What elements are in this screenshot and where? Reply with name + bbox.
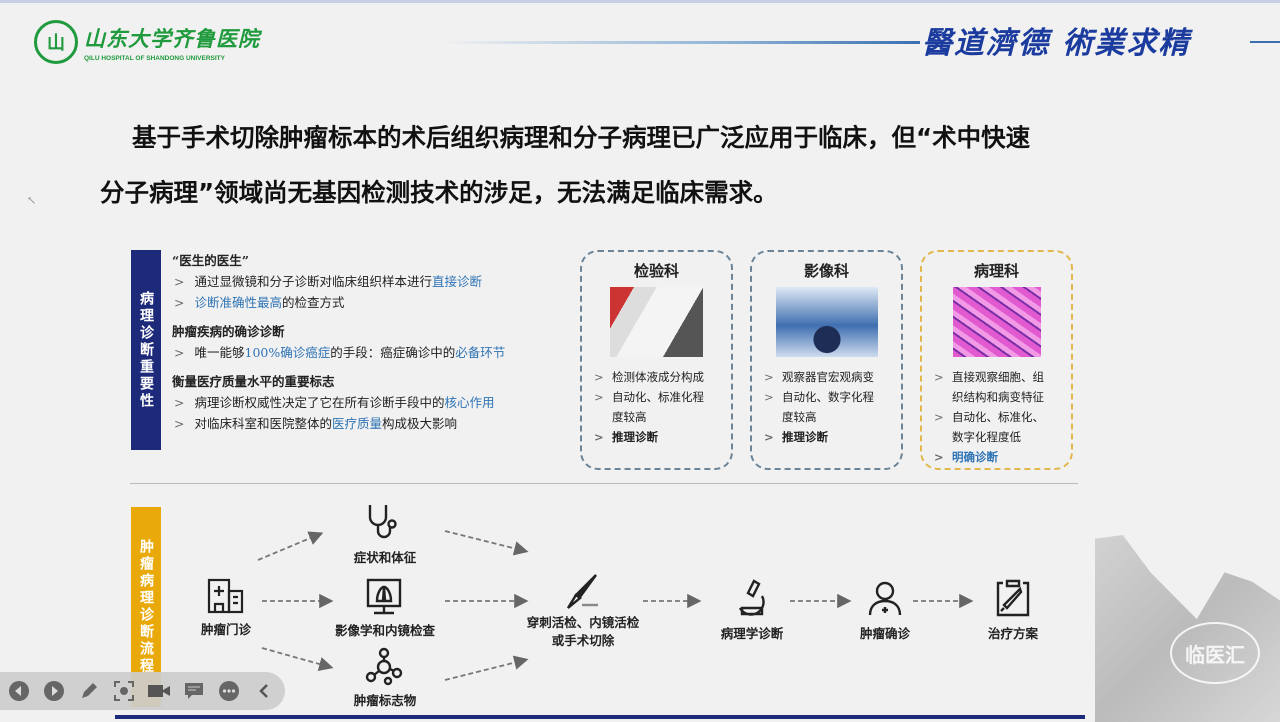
comment-button[interactable] <box>183 680 205 702</box>
card-item: 推理诊断 <box>592 427 721 447</box>
pen-icon <box>82 683 97 698</box>
bottom-rule <box>115 715 1085 719</box>
hospital-icon <box>207 578 244 614</box>
card-item: 自动化、标准化、 <box>932 407 1061 427</box>
arrow <box>257 531 324 561</box>
more-icon <box>219 681 239 701</box>
bullet-highlight: 必备环节 <box>455 345 506 360</box>
card-item: 自动化、数字化程 <box>762 387 891 407</box>
scalpel-icon <box>566 574 598 609</box>
card-item: 观察器官宏观病变 <box>762 367 891 387</box>
header-rule-end <box>1250 41 1280 43</box>
biopsy-line-2: 或手术切除 <box>551 633 615 648</box>
next-icon <box>44 681 64 701</box>
hospital-logo: 山 山东大学齐鲁医院 QILU HOSPITAL OF SHANDONG UNI… <box>34 20 260 64</box>
card-item: 检测体液成分构成 <box>592 367 721 387</box>
bullet-text: 病理诊断权威性决定了它在所有诊断手段中的 <box>194 395 445 410</box>
flow-node-biopsy: 穿刺活检、内镜活检或手术切除 <box>503 614 663 650</box>
video-camera-icon <box>148 685 170 697</box>
logo-emblem-icon: 山 <box>34 20 78 64</box>
importance-side-label: 病理诊断重要性 <box>131 250 161 450</box>
importance-bullet: 病理诊断权威性决定了它在所有诊断手段中的核心作用 <box>172 392 505 413</box>
flow-node-confirm: 肿瘤确诊 <box>859 626 910 641</box>
clipboard-syringe-icon <box>996 579 1030 617</box>
logo-english-name: QILU HOSPITAL OF SHANDONG UNIVERSITY <box>84 54 225 62</box>
header-rule <box>440 41 920 44</box>
card-item: 数字化程度低 <box>952 430 1021 444</box>
previous-icon <box>9 681 29 701</box>
bullet-text: 通过显微镜和分子诊断对临床组织样本进行 <box>194 274 432 289</box>
previous-slide-button[interactable] <box>8 680 30 702</box>
molecule-icon <box>365 647 403 686</box>
bullet-highlight: 100%确诊癌症 <box>244 345 331 360</box>
bullet-text: 对临床科室和医院整体的 <box>194 416 332 431</box>
card-item: 度较高 <box>782 410 817 424</box>
next-slide-button[interactable] <box>43 680 65 702</box>
flow-node-imaging: 影像学和内镜检查 <box>334 623 435 638</box>
arrow <box>444 530 529 556</box>
hospital-motto: 醫道濟德 術業求精 <box>922 26 1191 61</box>
collapse-toolbar-button[interactable] <box>253 680 275 702</box>
pen-button[interactable] <box>78 680 100 702</box>
importance-bullet: 通过显微镜和分子诊断对临床组织样本进行直接诊断 <box>172 271 505 292</box>
screenshot-button[interactable] <box>113 680 135 702</box>
importance-bullet: 唯一能够100%确诊癌症的手段：癌症确诊中的必备环节 <box>172 342 505 363</box>
focus-icon <box>114 681 134 701</box>
mouse-cursor-icon: ↖ <box>27 194 37 207</box>
more-button[interactable] <box>218 680 240 702</box>
card-laboratory: 检验科 检测体液成分构成 自动化、标准化程 度较高 推理诊断 <box>580 250 733 470</box>
flow-node-symptoms: 症状和体征 <box>353 550 417 565</box>
card-title: 检验科 <box>633 262 679 280</box>
bullet-text: 构成极大影响 <box>382 416 458 431</box>
bullet-highlight: 直接诊断 <box>432 274 483 289</box>
arrow <box>444 655 529 681</box>
histology-image <box>952 287 1041 357</box>
flow-node-clinic: 肿瘤门诊 <box>200 622 251 637</box>
xray-monitor-icon <box>366 578 402 615</box>
chevron-left-icon <box>259 684 268 698</box>
card-item: 推理诊断 <box>762 427 891 447</box>
top-band <box>0 0 1280 3</box>
card-item: 直接观察细胞、组 <box>932 367 1061 387</box>
arrow <box>261 647 334 672</box>
watermark-stamp: 临医汇 <box>1170 622 1260 684</box>
importance-list: “医生的医生” 通过显微镜和分子诊断对临床组织样本进行直接诊断 诊断准确性最高的… <box>172 250 505 434</box>
bullet-text: 的手段：癌症确诊中的 <box>330 345 456 360</box>
presentation-toolbar <box>0 672 285 710</box>
importance-bullet: 对临床科室和医院整体的医疗质量构成极大影响 <box>172 413 505 434</box>
headline-line-1: 基于手术切除肿瘤标本的术后组织病理和分子病理已广泛应用于临床，但“术中快速 <box>132 123 1031 152</box>
card-item: 度较高 <box>612 410 647 424</box>
microscope-icon <box>738 579 765 616</box>
slide-headline: 基于手术切除肿瘤标本的术后组织病理和分子病理已广泛应用于临床，但“术中快速 分子… <box>100 110 1210 220</box>
card-title: 影像科 <box>803 262 849 280</box>
card-pathology: 病理科 直接观察细胞、组 织结构和病变特征 自动化、标准化、 数字化程度低 明确… <box>920 250 1073 470</box>
bullet-highlight: 核心作用 <box>444 395 495 410</box>
stethoscope-icon <box>368 505 397 539</box>
flow-node-pathology: 病理学诊断 <box>720 626 784 641</box>
card-item: 织结构和病变特征 <box>952 390 1044 404</box>
importance-heading: 肿瘤疾病的确诊诊断 <box>172 324 285 339</box>
headline-line-2: 分子病理”领域尚无基因检测技术的涉足，无法满足临床需求。 <box>100 178 778 207</box>
biopsy-line-1: 穿刺活检、内镜活检 <box>526 615 640 630</box>
card-title: 病理科 <box>973 262 1019 280</box>
bullet-highlight: 诊断准确性最高 <box>194 295 282 310</box>
importance-bullet: 诊断准确性最高的检查方式 <box>172 292 505 313</box>
importance-heading: “医生的医生” <box>172 253 249 268</box>
blood-tubes-image <box>610 287 703 357</box>
camera-button[interactable] <box>148 680 170 702</box>
bullet-highlight: 医疗质量 <box>332 416 383 431</box>
importance-heading: 衡量医疗质量水平的重要标志 <box>172 374 335 389</box>
radiology-image <box>775 287 878 357</box>
flow-node-treatment: 治疗方案 <box>987 626 1038 641</box>
section-divider <box>130 483 1078 484</box>
card-item: 自动化、标准化程 <box>592 387 721 407</box>
flow-node-markers: 肿瘤标志物 <box>353 693 417 708</box>
bullet-text: 的检查方式 <box>282 295 345 310</box>
logo-chinese-name: 山东大学齐鲁医院 <box>84 25 260 51</box>
card-item: 明确诊断 <box>932 447 1061 467</box>
doctor-icon <box>868 581 902 616</box>
bullet-text: 唯一能够 <box>194 345 245 360</box>
comment-icon <box>185 683 203 699</box>
card-imaging: 影像科 观察器官宏观病变 自动化、数字化程 度较高 推理诊断 <box>750 250 903 470</box>
